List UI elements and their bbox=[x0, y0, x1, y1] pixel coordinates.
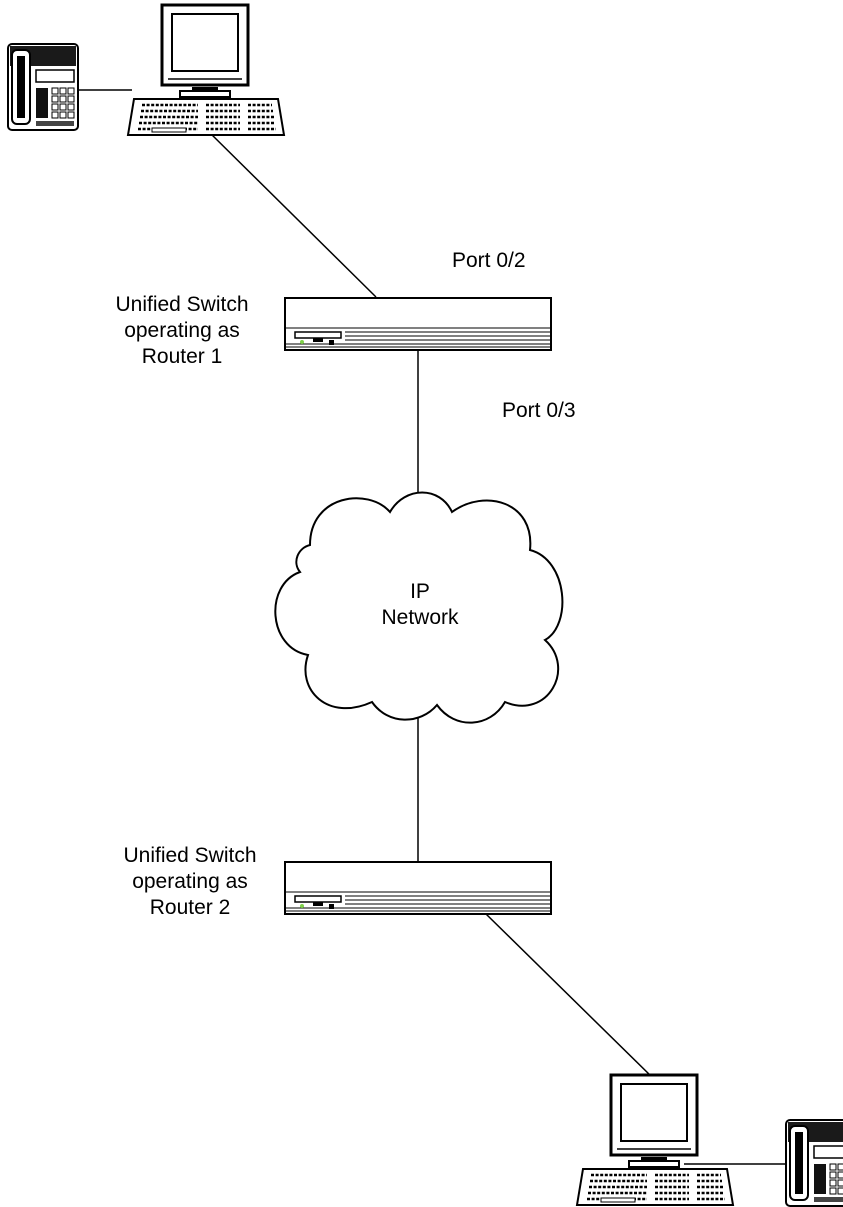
cloud-label-line2: Network bbox=[381, 606, 459, 629]
network-switch-icon bbox=[284, 297, 552, 351]
workstation-icon bbox=[575, 1073, 735, 1207]
phone-icon bbox=[785, 1119, 843, 1207]
workstation-icon bbox=[126, 3, 286, 137]
port-label-bottom: Port 0/3 bbox=[502, 399, 576, 422]
router2-label-line3: Router 2 bbox=[149, 896, 231, 919]
cloud-label: IP Network bbox=[350, 579, 490, 631]
cloud-label-line1: IP bbox=[410, 580, 430, 603]
router2-label: Unified Switch operating as Router 2 bbox=[105, 843, 275, 921]
phone-icon bbox=[7, 43, 79, 131]
router2-to-pc-link bbox=[485, 913, 656, 1081]
router1-label-line1: Unified Switch bbox=[115, 293, 249, 316]
port-label-top: Port 0/2 bbox=[452, 249, 526, 272]
router2-label-line2: operating as bbox=[132, 870, 248, 893]
network-links bbox=[78, 89, 786, 1165]
router1-label-line2: operating as bbox=[124, 319, 240, 342]
router1-label: Unified Switch operating as Router 1 bbox=[97, 292, 267, 370]
router1-label-line3: Router 1 bbox=[141, 345, 223, 368]
pc-to-router1-link bbox=[206, 129, 377, 298]
router2-label-line1: Unified Switch bbox=[123, 844, 257, 867]
cloud-icon bbox=[274, 491, 564, 724]
network-switch-icon bbox=[284, 861, 552, 915]
